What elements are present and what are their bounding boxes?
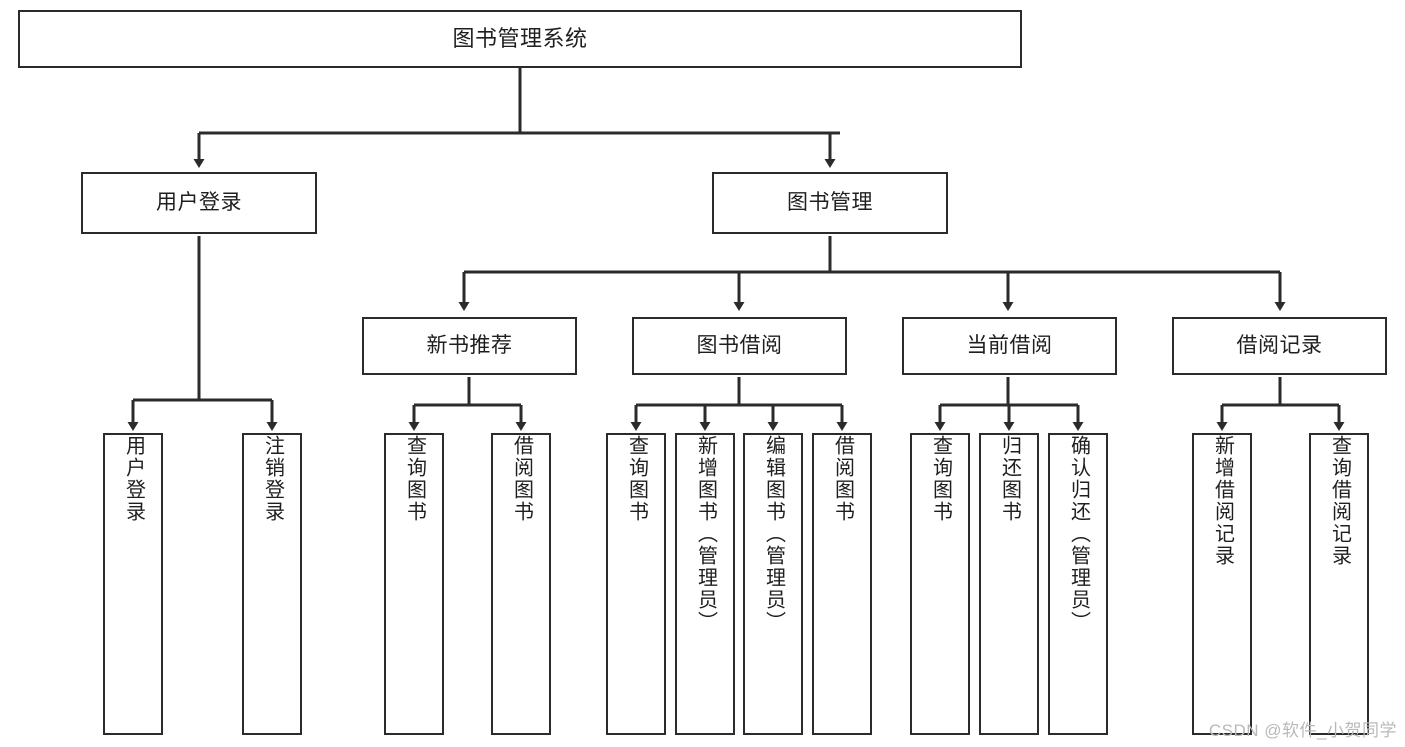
leaf-edit-book-admin[interactable]: 编辑图书（管理员） <box>743 433 803 735</box>
leaf-query-book-current[interactable]: 查询图书 <box>910 433 970 735</box>
watermark: CSDN @软件_小贺同学 <box>1208 721 1397 740</box>
leaf-borrow-book-recommend[interactable]: 借阅图书 <box>491 433 551 735</box>
leaf-query-book-borrow[interactable]: 查询图书 <box>606 433 666 735</box>
leaf-query-book-recommend[interactable]: 查询图书 <box>384 433 444 735</box>
node-current-borrow[interactable]: 当前借阅 <box>902 317 1117 375</box>
leaf-confirm-return-admin[interactable]: 确认归还（管理员） <box>1048 433 1108 735</box>
node-new-book-recommend[interactable]: 新书推荐 <box>362 317 577 375</box>
leaf-return-book-label: 归还图书 <box>998 435 1021 523</box>
leaf-borrow-book-recommend-label: 借阅图书 <box>510 435 533 523</box>
node-book-borrow-label: 图书借阅 <box>696 334 783 358</box>
node-user-login-label: 用户登录 <box>156 191 242 215</box>
leaf-query-borrow-record-label: 查询借阅记录 <box>1328 435 1351 567</box>
leaf-add-borrow-record[interactable]: 新增借阅记录 <box>1192 433 1252 735</box>
leaf-add-book-admin[interactable]: 新增图书（管理员） <box>675 433 735 735</box>
leaf-borrow-book[interactable]: 借阅图书 <box>812 433 872 735</box>
leaf-query-book-recommend-label: 查询图书 <box>403 435 426 523</box>
node-root-label: 图书管理系统 <box>452 25 588 51</box>
node-borrow-record[interactable]: 借阅记录 <box>1172 317 1387 375</box>
leaf-user-login-label: 用户登录 <box>122 435 145 523</box>
leaf-user-logout-label: 注销登录 <box>261 435 284 523</box>
leaf-return-book[interactable]: 归还图书 <box>979 433 1039 735</box>
node-root[interactable]: 图书管理系统 <box>18 10 1022 68</box>
node-book-borrow[interactable]: 图书借阅 <box>632 317 847 375</box>
leaf-add-book-admin-label: 新增图书（管理员） <box>694 435 717 633</box>
node-current-borrow-label: 当前借阅 <box>966 334 1053 358</box>
node-book-management[interactable]: 图书管理 <box>712 172 948 234</box>
leaf-user-login[interactable]: 用户登录 <box>103 433 163 735</box>
leaf-borrow-book-label: 借阅图书 <box>831 435 854 523</box>
leaf-user-logout[interactable]: 注销登录 <box>242 433 302 735</box>
leaf-add-borrow-record-label: 新增借阅记录 <box>1211 435 1234 567</box>
node-user-login[interactable]: 用户登录 <box>81 172 317 234</box>
leaf-confirm-return-admin-label: 确认归还（管理员） <box>1067 435 1090 633</box>
node-book-management-label: 图书管理 <box>787 191 873 215</box>
leaf-query-borrow-record[interactable]: 查询借阅记录 <box>1309 433 1369 735</box>
node-new-book-recommend-label: 新书推荐 <box>426 334 513 358</box>
leaf-query-book-current-label: 查询图书 <box>929 435 952 523</box>
leaf-edit-book-admin-label: 编辑图书（管理员） <box>762 435 785 633</box>
node-borrow-record-label: 借阅记录 <box>1236 334 1323 358</box>
leaf-query-book-borrow-label: 查询图书 <box>625 435 648 523</box>
